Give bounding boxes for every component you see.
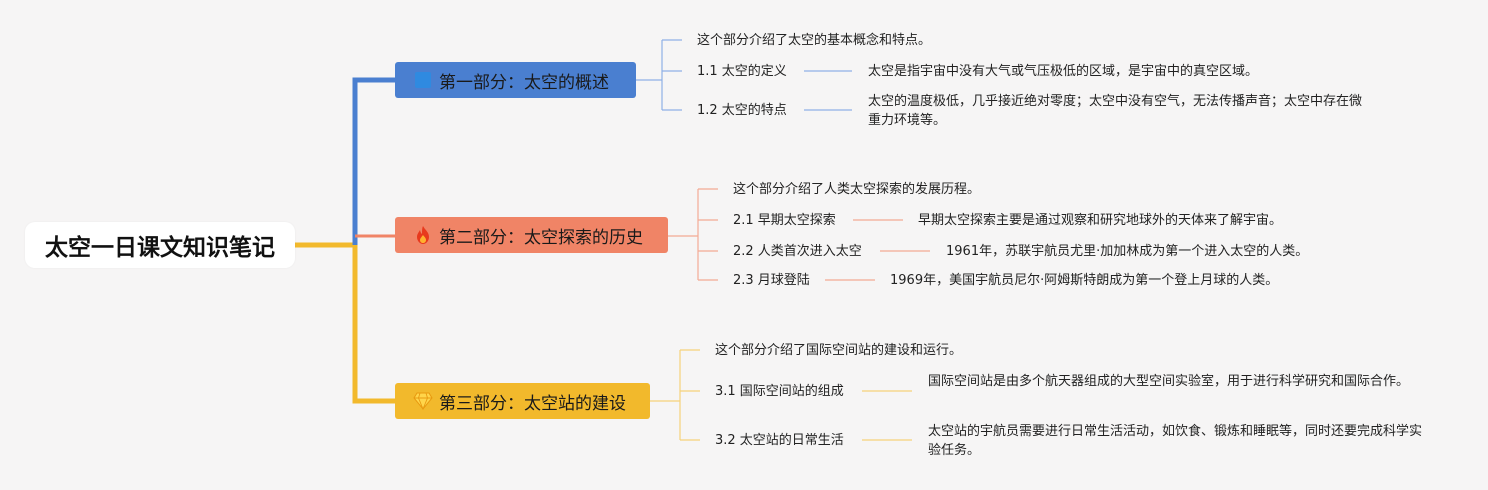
connector-s1-bracket (636, 39, 682, 111)
section-2-item-2-label[interactable]: 2.2 人类首次进入太空 (733, 244, 862, 259)
blue-square-icon (413, 70, 433, 90)
section-3-item-1-label[interactable]: 3.1 国际空间站的组成 (715, 384, 844, 399)
section-2-title: 第二部分：太空探索的历史 (439, 227, 643, 248)
section-2-item-1-desc[interactable]: 早期太空探索主要是通过观察和研究地球外的天体来了解宇宙。 (918, 213, 1283, 228)
section-2-item-2-desc[interactable]: 1961年，苏联宇航员尤里·加加林成为第一个进入太空的人类。 (946, 244, 1309, 259)
section-2-item-3-label[interactable]: 2.3 月球登陆 (733, 273, 810, 288)
root-topic[interactable]: 太空一日课文知识笔记 (25, 222, 295, 268)
connector-section-1 (352, 77, 395, 245)
section-1-item-1-label[interactable]: 1.1 太空的定义 (697, 64, 787, 79)
section-2-item-1-label[interactable]: 2.1 早期太空探索 (733, 213, 836, 228)
section-3-item-2-desc[interactable]: 太空站的宇航员需要进行日常生活活动，如饮食、锻炼和睡眠等，同时还要完成科学实验任… (928, 424, 1423, 458)
section-2-node[interactable]: 第二部分：太空探索的历史 (395, 217, 668, 253)
section-1-item-1-desc[interactable]: 太空是指宇宙中没有大气或气压极低的区域，是宇宙中的真空区域。 (868, 64, 1259, 79)
section-2-item-3-desc[interactable]: 1969年，美国宇航员尼尔·阿姆斯特朗成为第一个登上月球的人类。 (890, 273, 1279, 288)
section-3-item-1-desc[interactable]: 国际空间站是由多个航天器组成的大型空间实验室，用于进行科学研究和国际合作。 (928, 374, 1410, 389)
section-1-item-2-desc[interactable]: 太空的温度极低，几乎接近绝对零度；太空中没有空气，无法传播声音；太空中存在微重力… (868, 94, 1363, 128)
section-3-item-2-label[interactable]: 3.2 太空站的日常生活 (715, 433, 844, 448)
connector-s3-bracket (650, 349, 700, 441)
section-1-item-2-label[interactable]: 1.2 太空的特点 (697, 103, 787, 118)
section-3-node[interactable]: 第三部分：太空站的建设 (395, 383, 650, 419)
connector-section-3 (352, 245, 395, 404)
section-1-intro[interactable]: 这个部分介绍了太空的基本概念和特点。 (697, 33, 932, 48)
fire-icon (413, 225, 433, 245)
section-2-intro[interactable]: 这个部分介绍了人类太空探索的发展历程。 (733, 182, 981, 197)
section-1-node[interactable]: 第一部分：太空的概述 (395, 62, 636, 98)
section-3-intro[interactable]: 这个部分介绍了国际空间站的建设和运行。 (715, 343, 963, 358)
gem-icon (413, 391, 433, 411)
section-3-title: 第三部分：太空站的建设 (439, 393, 626, 414)
connector-s2-bracket (668, 188, 718, 281)
section-1-title: 第一部分：太空的概述 (439, 72, 609, 93)
